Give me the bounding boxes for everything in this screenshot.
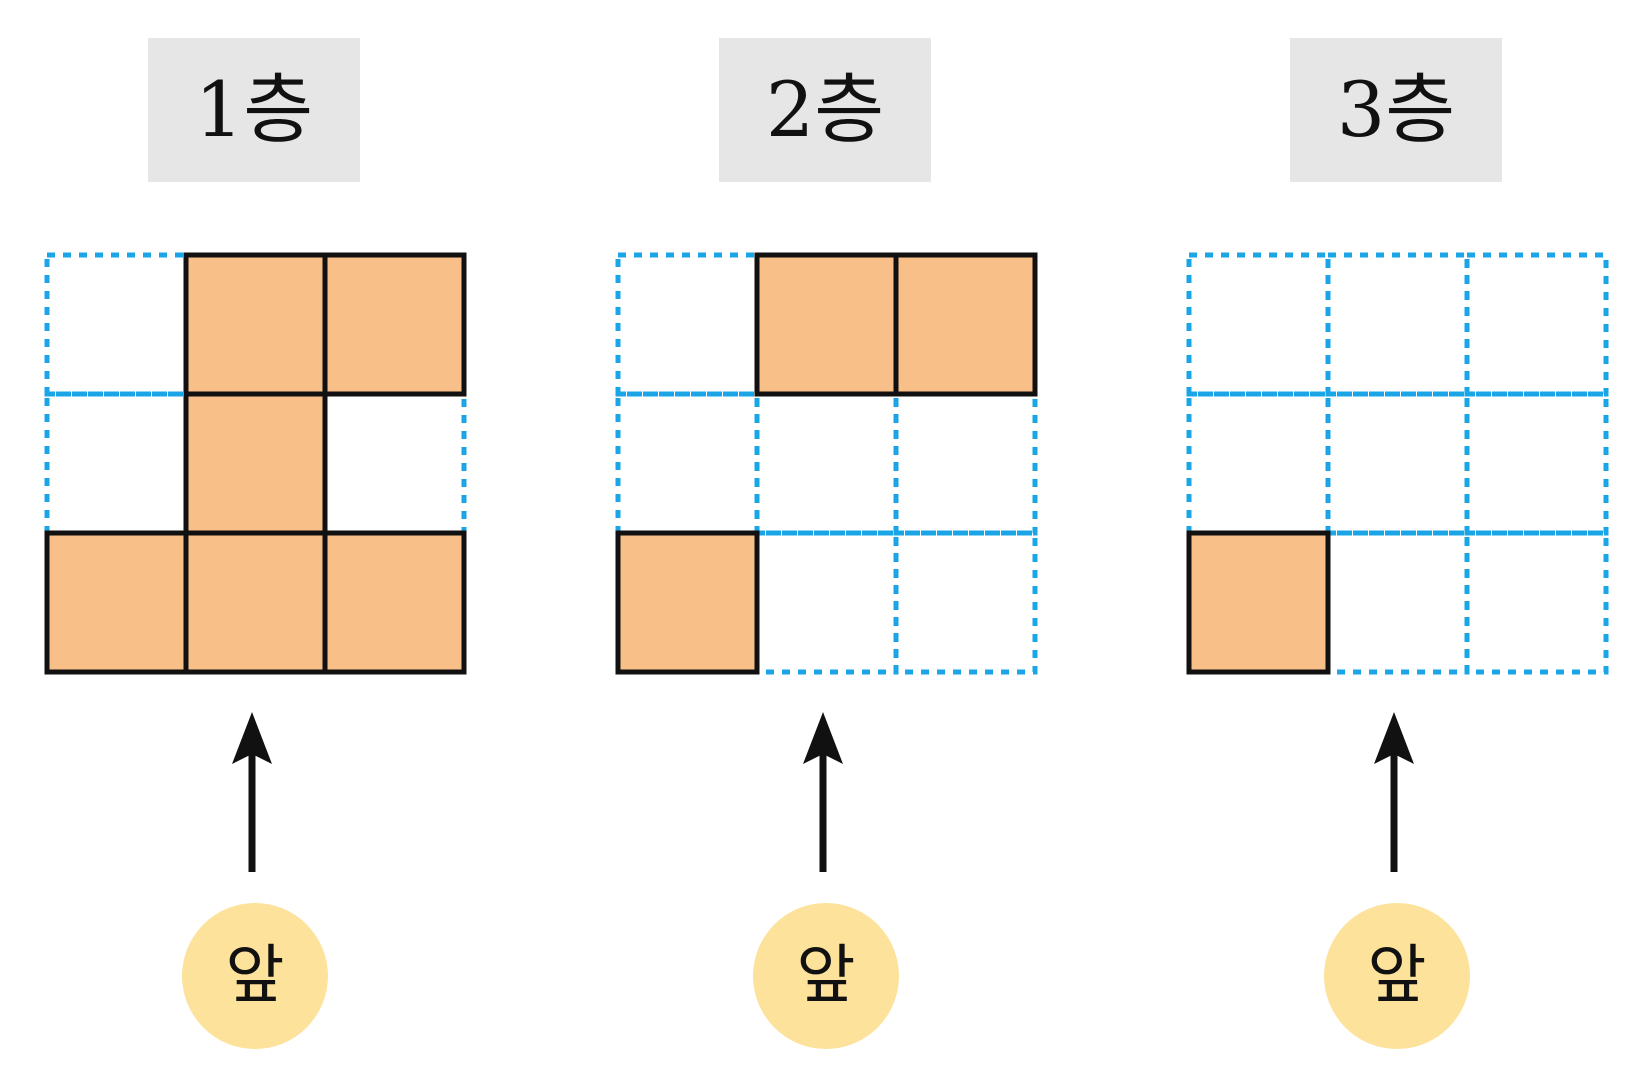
filled-cube-cell (44, 530, 189, 675)
floor-grid (44, 252, 467, 675)
filled-cube-cell (1186, 530, 1331, 675)
filled-cube-cell (615, 530, 760, 675)
grid-cell-outline (44, 252, 189, 397)
front-direction-badge: 앞 (1324, 903, 1470, 1049)
filled-cube-cell (322, 530, 467, 675)
floor-grid (1186, 252, 1609, 675)
front-direction-badge: 앞 (753, 903, 899, 1049)
grid-cell-outline (1325, 252, 1470, 397)
grid-cell-outline (754, 391, 899, 536)
floor-label: 1층 (148, 38, 360, 182)
grid-cell-outline (1325, 530, 1470, 675)
grid-cell-outline (1464, 530, 1609, 675)
grid-cell-outline (1325, 391, 1470, 536)
floor-label: 3층 (1290, 38, 1502, 182)
grid-cell-outline (893, 530, 1038, 675)
filled-cube-cell (893, 252, 1038, 397)
grid-cell-outline (1464, 252, 1609, 397)
grid-cell-outline (893, 391, 1038, 536)
grid-cell-outline (322, 391, 467, 536)
front-arrow-icon (232, 712, 272, 872)
filled-cube-cell (183, 252, 328, 397)
grid-cell-outline (615, 252, 760, 397)
grid-cell-outline (615, 391, 760, 536)
floor-panel-2: 2층 앞 (609, 0, 1049, 1088)
filled-cube-cell (322, 252, 467, 397)
front-arrow-icon (803, 712, 843, 872)
grid-cell-outline (44, 391, 189, 536)
floor-panel-3: 3층 앞 (1180, 0, 1620, 1088)
filled-cube-cell (183, 391, 328, 536)
floor-grid (615, 252, 1038, 675)
filled-cube-cell (754, 252, 899, 397)
floor-label: 2층 (719, 38, 931, 182)
grid-cell-outline (1464, 391, 1609, 536)
front-direction-badge: 앞 (182, 903, 328, 1049)
front-arrow-icon (1374, 712, 1414, 872)
grid-cell-outline (1186, 391, 1331, 536)
grid-cell-outline (1186, 252, 1331, 397)
filled-cube-cell (183, 530, 328, 675)
floor-panel-1: 1층 앞 (38, 0, 478, 1088)
grid-cell-outline (754, 530, 899, 675)
